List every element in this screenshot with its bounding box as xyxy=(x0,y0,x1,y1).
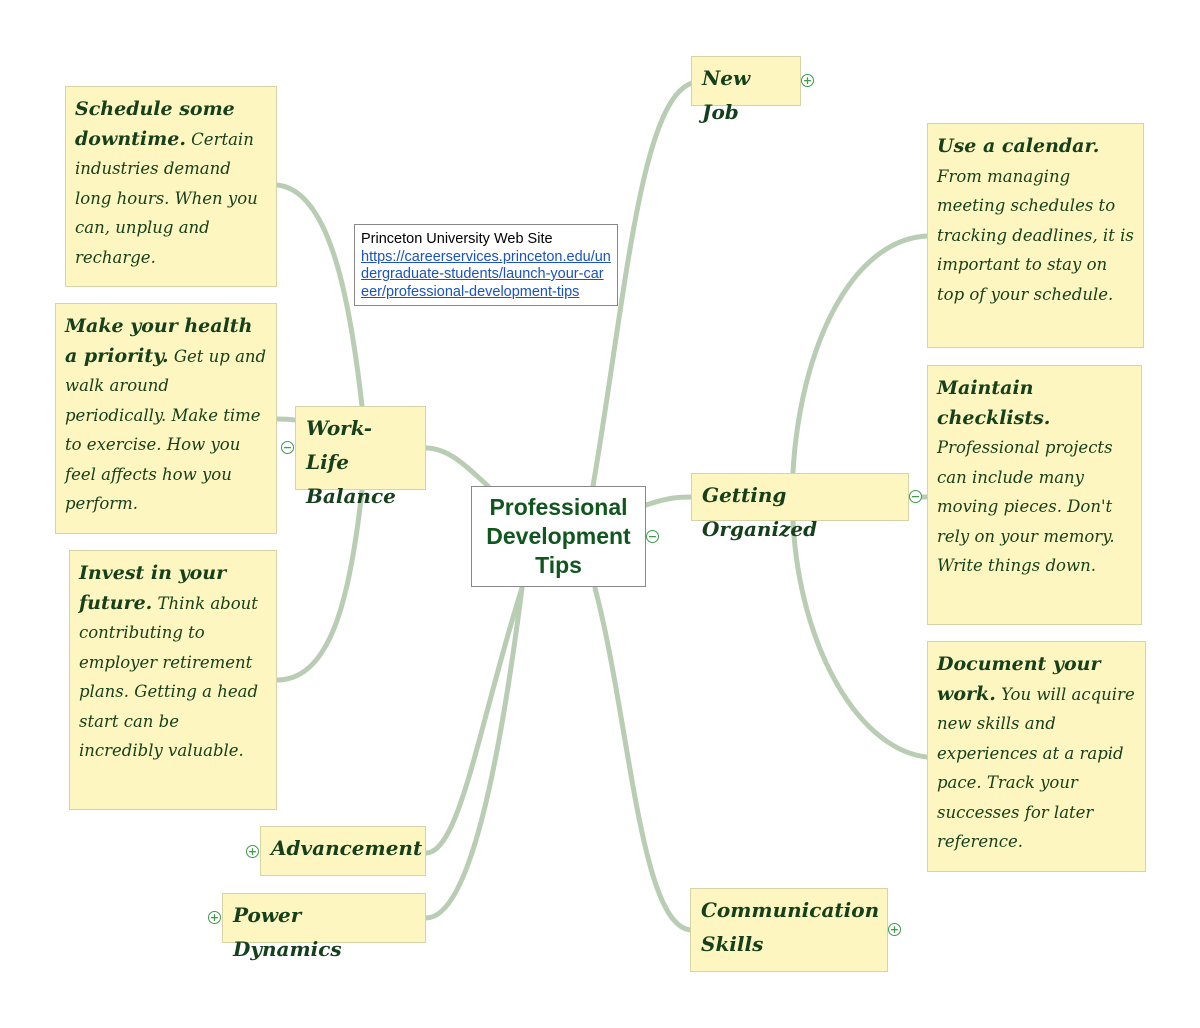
note-calendar-heading: Use a calendar. xyxy=(937,135,1100,157)
central-topic-line-3: Tips xyxy=(535,552,582,578)
collapse-icon[interactable]: − xyxy=(281,441,294,454)
connector-health xyxy=(274,416,298,423)
note-checklists-text: Professional projects can include many m… xyxy=(937,438,1115,575)
expand-icon[interactable]: + xyxy=(801,74,814,87)
topic-communication-skills[interactable]: Communication Skills xyxy=(690,888,888,972)
note-maintain-checklists[interactable]: Maintain checklists. Professional projec… xyxy=(927,365,1142,625)
topic-new-job[interactable]: New Job xyxy=(691,56,801,124)
connector-getting-organized xyxy=(643,494,695,508)
note-health-priority[interactable]: Make your health a priority. Get up and … xyxy=(55,303,277,534)
connector-calendar xyxy=(790,233,930,475)
central-topic-line-1: Professional xyxy=(489,494,628,520)
link-note: Princeton University Web Site https://ca… xyxy=(354,224,618,306)
expand-icon[interactable]: + xyxy=(208,911,221,924)
note-invest-text: Think about contributing to employer ret… xyxy=(79,593,259,761)
central-topic[interactable]: Professional Development Tips xyxy=(471,486,646,587)
note-invest-future[interactable]: Invest in your future. Think about contr… xyxy=(69,550,277,810)
connector-power-dynamics xyxy=(423,585,525,921)
note-health-text: Get up and walk around periodically. Mak… xyxy=(65,346,267,514)
topic-getting-organized[interactable]: Getting Organized xyxy=(691,473,909,541)
topic-work-life-line-1: Work-Life xyxy=(306,416,373,474)
connector-new-job xyxy=(590,80,695,489)
connector-document xyxy=(790,519,930,760)
expand-icon[interactable]: + xyxy=(246,845,259,858)
note-schedule-downtime[interactable]: Schedule some downtime. Certain industri… xyxy=(65,86,277,287)
collapse-icon[interactable]: − xyxy=(646,530,659,543)
note-downtime-heading: Schedule some downtime. xyxy=(75,98,235,150)
note-downtime-text: Certain industries demand long hours. Wh… xyxy=(75,129,258,267)
connector-invest xyxy=(274,487,365,683)
note-invest-heading: Invest in your future. xyxy=(79,562,227,614)
connector-communication xyxy=(592,585,695,933)
topic-work-life-line-2: Balance xyxy=(306,484,396,508)
connector-advancement xyxy=(423,585,525,856)
topic-communication-line-1: Communication xyxy=(701,898,880,922)
topic-advancement[interactable]: Advancement xyxy=(260,826,426,876)
note-calendar-text: From managing meeting schedules to track… xyxy=(937,166,1134,304)
note-checklists-heading: Maintain checklists. xyxy=(937,377,1051,429)
link-note-url[interactable]: https://careerservices.princeton.edu/und… xyxy=(361,248,611,300)
note-document-work[interactable]: Document your work. You will acquire new… xyxy=(927,641,1146,872)
note-health-heading: Make your health a priority. xyxy=(65,315,253,367)
connector-work-life xyxy=(423,445,491,489)
note-document-heading: Document your work. xyxy=(937,653,1101,705)
topic-getting-organized-label: Getting Organized xyxy=(702,483,818,541)
expand-icon[interactable]: + xyxy=(888,923,901,936)
note-document-text: You will acquire new skills and experien… xyxy=(937,684,1135,852)
connector-downtime xyxy=(274,182,365,409)
topic-work-life-balance[interactable]: Work-Life Balance xyxy=(295,406,426,508)
note-use-calendar[interactable]: Use a calendar. From managing meeting sc… xyxy=(927,123,1144,348)
collapse-icon[interactable]: − xyxy=(909,490,922,503)
topic-power-dynamics-label: Power Dynamics xyxy=(233,903,342,961)
topic-new-job-label: New Job xyxy=(702,66,751,124)
topic-power-dynamics[interactable]: Power Dynamics xyxy=(222,893,426,961)
topic-communication-line-2: Skills xyxy=(701,932,764,956)
topic-advancement-label: Advancement xyxy=(271,836,423,860)
link-note-title: Princeton University Web Site xyxy=(361,231,553,247)
central-topic-line-2: Development xyxy=(486,523,631,549)
